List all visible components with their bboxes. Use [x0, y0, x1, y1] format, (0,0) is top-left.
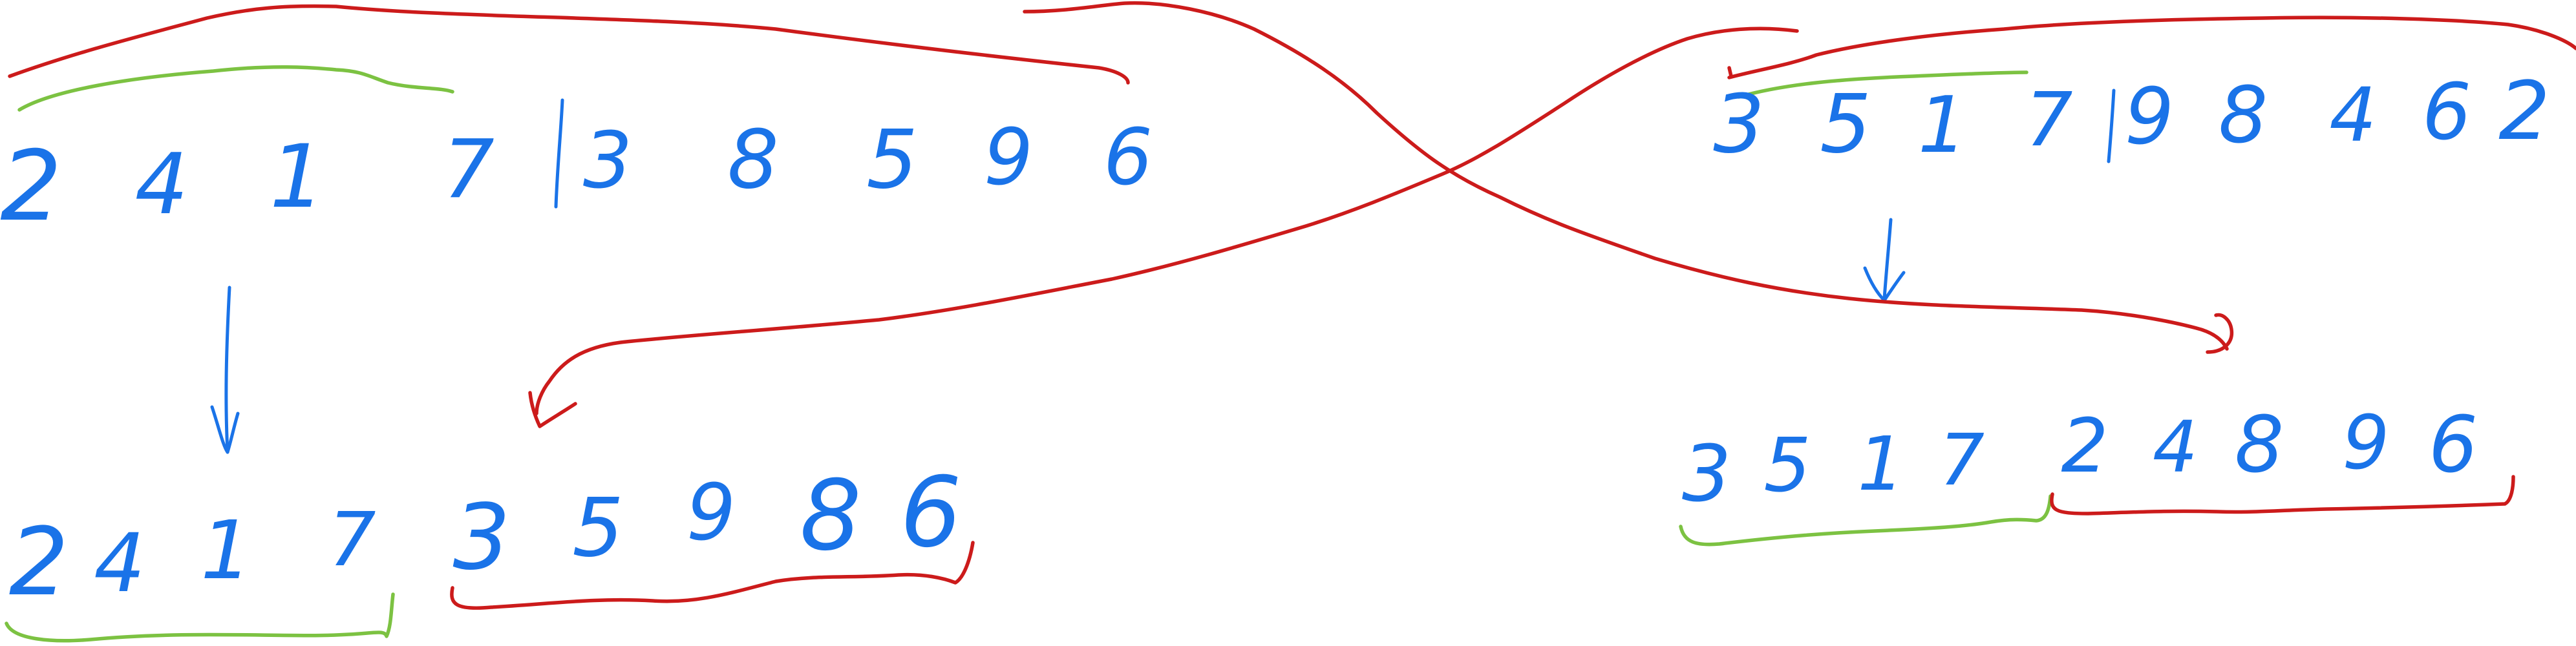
crossover-arrow-b-to-a	[535, 26, 1799, 415]
crossover-arrow-b-to-a-head	[528, 391, 577, 428]
child-a-left-0: 2	[9, 508, 69, 617]
parent-b-red-tick	[1727, 66, 1733, 78]
child-b-left-1: 5	[1763, 422, 1811, 509]
arrow-icon	[1023, 1, 2234, 354]
arrow-icon	[528, 26, 1799, 428]
child-a-right-2: 9	[687, 468, 736, 558]
parent-b-right-3: 6	[2422, 68, 2471, 158]
parent-a-left-0: 2	[0, 130, 61, 243]
parent-b-green-overbar	[1737, 70, 2028, 99]
parent-b-right-2: 4	[2329, 72, 2376, 159]
parent-b-left-1: 5	[1820, 78, 1871, 171]
parent-a-right-2: 5	[866, 113, 918, 207]
child-a-left-2: 1	[200, 504, 252, 598]
child-a-right-0: 3	[452, 485, 510, 590]
child-b-right-4: 6	[2429, 401, 2478, 490]
crossover-arrow-a-to-b	[1023, 1, 2229, 351]
parent-b-left-2: 1	[1918, 81, 1967, 171]
child-a-right-3: 8	[800, 460, 861, 572]
child-b-left-0: 3	[1682, 430, 1731, 519]
child-b-red-bracket	[2050, 475, 2515, 516]
child-a-left-3: 7	[328, 497, 376, 583]
child-b-right-3: 9	[2342, 400, 2389, 486]
child-b-green-bracket	[1679, 494, 2052, 547]
parent-a-right-0: 3	[583, 116, 632, 206]
child-b: 3 5 1 7 2 4 8 9 6	[1679, 400, 2515, 547]
child-b-right-1: 4	[2153, 406, 2198, 488]
child-b-right-0: 2	[2061, 403, 2108, 490]
parent-a-green-overbar	[17, 65, 454, 112]
child-a-red-bracket	[450, 541, 975, 610]
crossover-arrow-a-to-b-head	[2206, 313, 2234, 354]
child-a-left-1: 4	[94, 517, 145, 610]
child-a: 2 4 1 7 3 5 9 8 6	[5, 457, 975, 643]
arrow-a-head	[210, 405, 240, 454]
parent-a: 2 4 1 7 3 8 5 9 6	[0, 4, 1153, 243]
child-a-green-bracket	[5, 592, 395, 643]
parent-b-red-overbar	[1727, 16, 2576, 79]
child-b-left-3: 7	[1939, 419, 1985, 501]
child-b-right-2: 8	[2235, 401, 2284, 490]
parent-b-right-0: 9	[2125, 72, 2174, 162]
arrow-icon	[1863, 218, 1906, 302]
parent-a-cut-line	[554, 98, 564, 209]
parent-a-left-1: 4	[135, 135, 189, 233]
parent-b-left-3: 7	[2025, 77, 2072, 163]
parent-b-cut-line	[2107, 89, 2116, 163]
parent-a-red-overbar	[8, 4, 1130, 85]
parent-a-right-1: 8	[727, 113, 779, 207]
parent-a-left-3: 7	[443, 123, 495, 216]
parent-b-left-0: 3	[1713, 78, 1765, 171]
parent-b-right-1: 8	[2219, 71, 2268, 161]
child-a-right-4: 6	[900, 457, 961, 569]
parent-b-right-4: 2	[2498, 65, 2550, 158]
child-b-left-2: 1	[1857, 421, 1904, 508]
parent-a-right-3: 9	[984, 113, 1033, 203]
parent-b: 3 5 1 7 9 8 4 6 2	[1713, 16, 2576, 171]
arrow-b-shaft	[1882, 218, 1893, 300]
parent-a-right-4: 6	[1103, 113, 1153, 203]
child-a-right-1: 5	[572, 481, 624, 575]
arrow-a-shaft	[224, 286, 231, 454]
parent-a-left-2: 1	[270, 126, 325, 227]
arrow-icon	[210, 286, 240, 454]
